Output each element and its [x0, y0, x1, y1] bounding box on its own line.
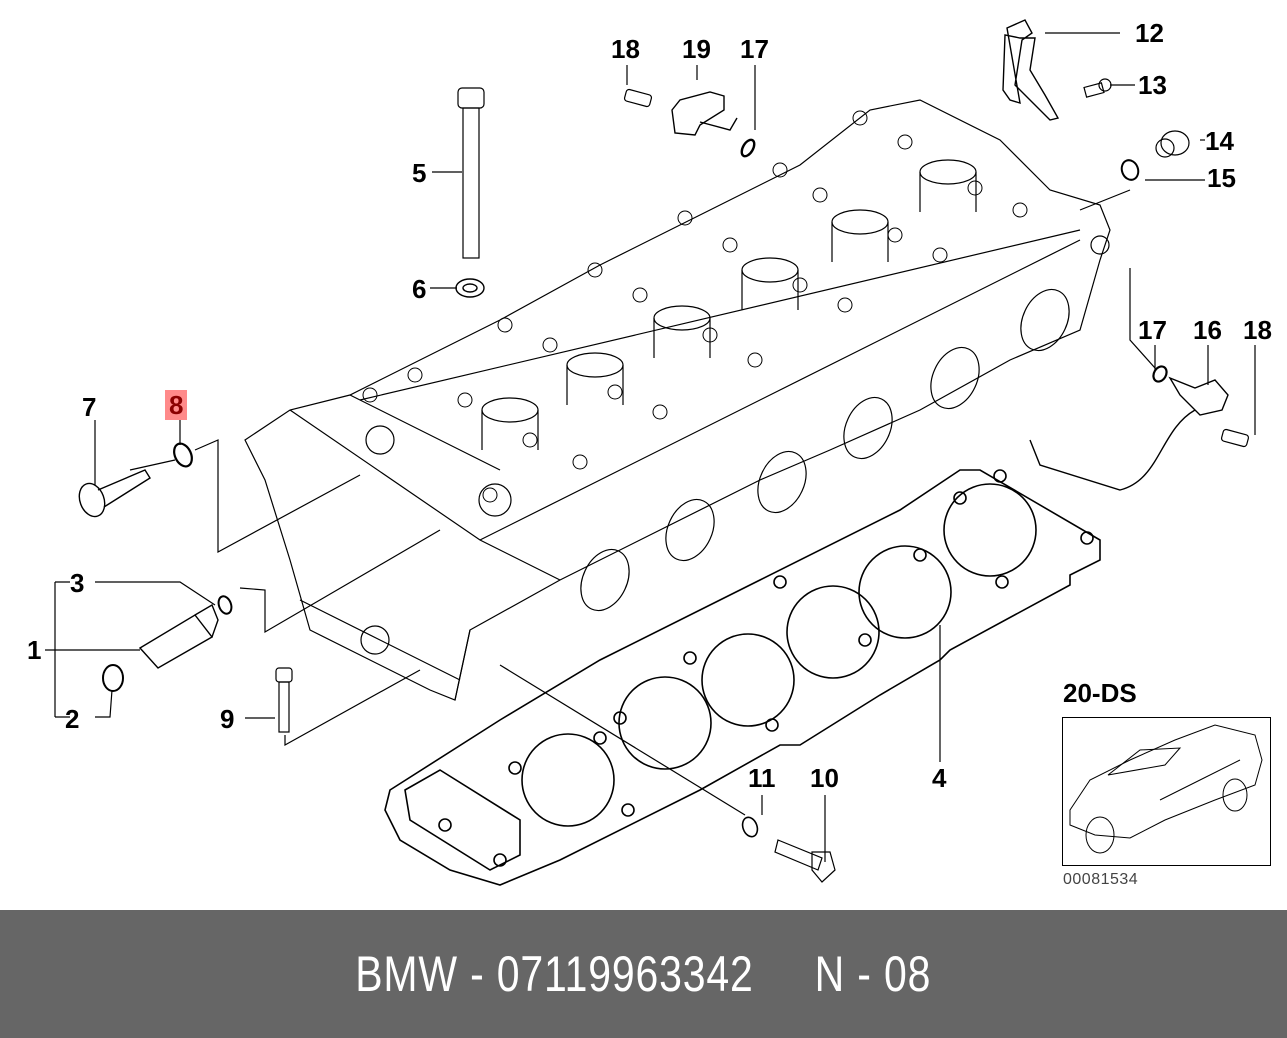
- sensor-16: [1029, 365, 1229, 491]
- bolt-9: [275, 667, 293, 733]
- callout-15[interactable]: 15: [1207, 163, 1236, 193]
- head-nuts: [362, 110, 1028, 503]
- diagram-drawing: [45, 19, 1263, 886]
- bolt-18-top: [623, 88, 653, 108]
- sensor-19: [671, 91, 738, 136]
- car-sketch: [1069, 724, 1263, 854]
- part-number-banner: BMW - 07119963342 N - 08: [0, 910, 1287, 1038]
- bolt-5: [457, 87, 485, 259]
- callout-4[interactable]: 4: [932, 763, 947, 793]
- callout-18-top[interactable]: 18: [611, 34, 640, 64]
- inset-model-label: 20-DS: [1063, 678, 1137, 708]
- callout-17-top[interactable]: 17: [740, 34, 769, 64]
- part-number-text: BMW - 07119963342 N - 08: [355, 946, 932, 1002]
- head-gasket: [384, 469, 1101, 886]
- callout-17-right[interactable]: 17: [1138, 315, 1167, 345]
- oring-17-top: [740, 138, 756, 158]
- callout-1[interactable]: 1: [27, 635, 42, 665]
- callout-19[interactable]: 19: [682, 34, 711, 64]
- callout-3[interactable]: 3: [70, 568, 85, 598]
- exhaust-ports: [580, 288, 1070, 612]
- washer-6: [455, 278, 485, 298]
- bolt-18-right: [1220, 428, 1250, 448]
- oring-2: [102, 664, 124, 692]
- callout-9[interactable]: 9: [220, 704, 235, 734]
- leader-lines: [45, 32, 1256, 862]
- callout-13[interactable]: 13: [1138, 70, 1167, 100]
- callout-6[interactable]: 6: [412, 274, 427, 304]
- callout-8-highlighted[interactable]: 8: [165, 390, 188, 420]
- callout-14[interactable]: 14: [1205, 126, 1234, 156]
- oring-3: [217, 595, 233, 615]
- callout-7[interactable]: 7: [82, 392, 97, 422]
- callout-12[interactable]: 12: [1135, 18, 1164, 48]
- callout-2[interactable]: 2: [65, 704, 80, 734]
- callout-16[interactable]: 16: [1193, 315, 1222, 345]
- seal-8: [173, 442, 193, 468]
- ring-15: [1120, 159, 1140, 181]
- bolt-13: [1083, 78, 1112, 98]
- parts-diagram: 1 2 3 4 5 6 7 8 9 10 11 12 13 14 15 16 1…: [27, 18, 1272, 888]
- valve-1: [138, 603, 219, 669]
- callout-10[interactable]: 10: [810, 763, 839, 793]
- inset-car-frame: [1062, 717, 1271, 866]
- valve-buckets: [481, 159, 977, 450]
- bracket-12: [1002, 19, 1060, 121]
- diagram-reference-code: 00081534: [1063, 871, 1139, 888]
- cylinder-head: [244, 99, 1111, 701]
- callout-11[interactable]: 11: [748, 763, 776, 793]
- bolt-10: [774, 839, 836, 883]
- callout-5[interactable]: 5: [412, 158, 427, 188]
- plug-14: [1155, 130, 1190, 158]
- washer-11: [741, 816, 759, 838]
- plug-7: [78, 469, 151, 518]
- callout-18-right[interactable]: 18: [1243, 315, 1272, 345]
